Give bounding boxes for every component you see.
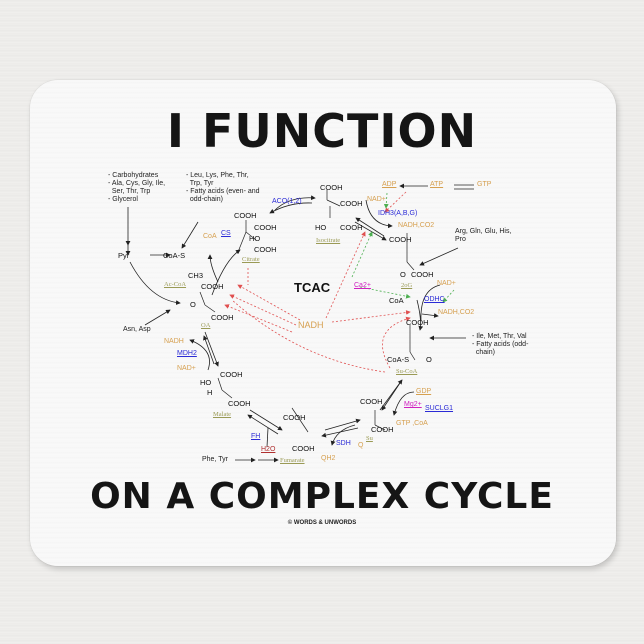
malate-cooh-1: COOH [220, 370, 243, 379]
metabolite-2og: 2oG [401, 282, 413, 289]
oa-sources: Asn, Asp [123, 326, 151, 333]
succoa-o: O [426, 355, 432, 364]
succinate-cooh-2: COOH [371, 425, 394, 434]
ion-ca: Ca2+ [354, 282, 371, 289]
fumarate-sources: Phe, Tyr [202, 456, 228, 463]
enzyme-odhc[interactable]: ODHC [424, 296, 445, 303]
succinate-cooh-1: COOH [360, 397, 383, 406]
cofactor-nadh-co2-odhc: NADH,CO2 [438, 309, 475, 316]
fumarate-cooh-2: COOH [292, 444, 315, 453]
citrate-cooh-1: COOH [234, 211, 257, 220]
headline-top: I FUNCTION [166, 104, 478, 158]
isocitrate-cooh-1: COOH [320, 183, 343, 192]
akg-cooh-2: COOH [411, 270, 434, 279]
metabolite-acetyl-coa: Ac-CoA [164, 281, 187, 288]
cofactor-nadh-co2-idh: NADH,CO2 [398, 222, 435, 229]
copyright: © WORDS & UNWORDS [287, 520, 357, 526]
cofactor-nad-idh: NAD+ [367, 196, 386, 203]
akg-cooh-1: COOH [389, 235, 412, 244]
enzyme-idh[interactable]: IDH3(A,B,G) [378, 210, 418, 217]
cofactor-gtp-top: GTP [477, 181, 492, 188]
metabolite-malate: Malate [213, 411, 232, 418]
enzyme-cs[interactable]: CS [221, 230, 231, 237]
isocitrate-cooh-3: COOH [340, 223, 363, 232]
citrate-cooh-3: COOH [254, 245, 277, 254]
cofactor-coa-cs: CoA [203, 233, 217, 240]
cofactor-nad-odhc: NAD+ [437, 280, 456, 287]
enzyme-suclg1[interactable]: SUCLG1 [425, 405, 454, 412]
acetylcoa-group: CoA-S [163, 251, 186, 260]
fumarate-cooh-1: COOH [283, 413, 306, 422]
oa-o: O [190, 300, 196, 309]
ch3-group: CH3 [188, 271, 204, 280]
succoa-sources: - Ile, Met, Thr, Val - Fatty acids (odd-… [472, 333, 529, 356]
cofactor-gdp: GDP [416, 388, 432, 395]
metabolite-oxaloacetate: OA [201, 322, 211, 329]
ion-mg: Mg2+ [404, 401, 422, 408]
malate-h: H [207, 388, 213, 397]
tcac-label: TCAC [294, 280, 331, 295]
metabolite-isocitrate: Isocitrate [316, 237, 341, 244]
succoa-coas: CoA-S [387, 355, 410, 364]
enzyme-mdh2[interactable]: MDH2 [177, 350, 197, 357]
malate-cooh-2: COOH [228, 399, 251, 408]
citrate-ho: HO [249, 234, 261, 243]
citrate-cooh-2: COOH [254, 223, 277, 232]
enzyme-sdh[interactable]: SDH [336, 440, 351, 447]
enzyme-aco[interactable]: ACO(1,2) [272, 198, 302, 205]
cofactor-atp: ATP [430, 181, 444, 188]
headline-bottom: ON A COMPLEX CYCLE [90, 476, 554, 517]
cofactor-gtp-coa: GTP ,CoA [396, 420, 428, 427]
malate-ho: HO [200, 378, 212, 387]
cofactor-nad-mdh: NAD+ [177, 365, 196, 372]
metabolite-citrate: Citrate [242, 256, 260, 263]
acetylcoa-sources: - Leu, Lys, Phe, Thr, Trp, Tyr - Fatty a… [186, 172, 260, 203]
akg-sources: Arg, Gln, Glu, His, Pro [455, 228, 512, 243]
isocitrate-cooh-2: COOH [340, 199, 363, 208]
pyruvate-label: Pyr [118, 251, 130, 260]
oa-cooh-2: COOH [211, 313, 234, 322]
mousepad [30, 80, 616, 566]
cofactor-coa-odhc: CoA [389, 296, 404, 305]
metabolite-succinyl-coa: Su-CoA [396, 368, 418, 375]
metabolite-succinate: Su [366, 435, 373, 442]
center-nadh-label: NADH [298, 320, 324, 330]
akg-o: O [400, 270, 406, 279]
metabolite-fumarate: Fumarate [280, 457, 305, 464]
pyruvate-sources: - Carbohydrates - Ala, Cys, Gly, Ile, Se… [108, 172, 166, 203]
cofactor-q: Q [358, 442, 364, 449]
enzyme-fh[interactable]: FH [251, 433, 261, 440]
cofactor-adp: ADP [382, 181, 397, 188]
oa-cooh-1: COOH [201, 282, 224, 291]
water-h2o: H2O [261, 446, 276, 453]
cofactor-nadh-mdh: NADH [164, 338, 184, 345]
isocitrate-ho: HO [315, 223, 327, 232]
cofactor-qh2: QH2 [321, 455, 336, 462]
succoa-cooh: COOH [406, 318, 429, 327]
